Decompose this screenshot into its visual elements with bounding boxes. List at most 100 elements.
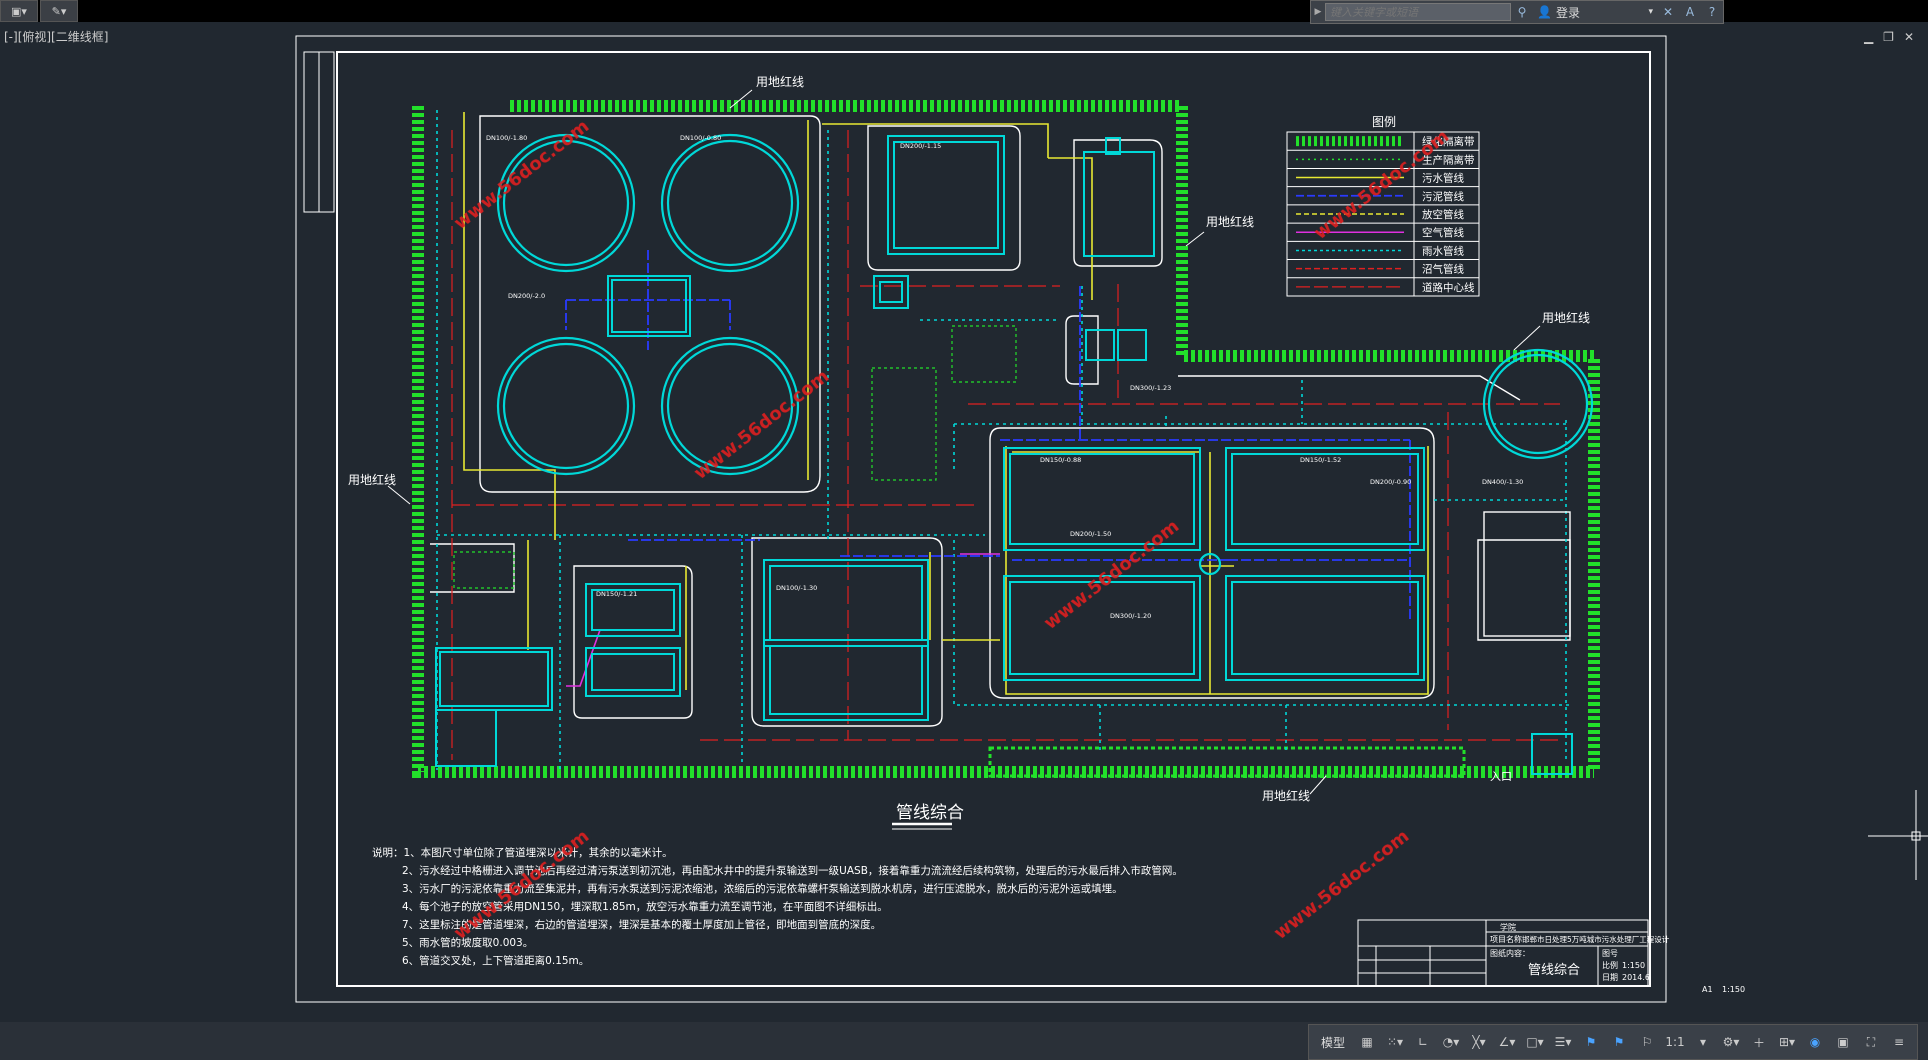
viewport-label[interactable]: [-][俯视][二维线框] [4,30,109,44]
tb-project-label: 项目名称 [1490,934,1522,944]
status-toolbar: 模型 ▦ ⁙▾ ∟ ◔▾ ╳▾ ∠▾ □▾ ☰▾ ⚑ ⚑ ⚐ 1:1 ▾ ⚙▾ … [1307,1024,1918,1060]
legend-label: 道路中心线 [1422,281,1475,294]
sludge-pipes [565,250,1411,620]
annotation-auto-scale-icon[interactable]: ⚐ [1641,1035,1653,1049]
tb-date-label: 日期 [1602,973,1618,982]
legend-label: 雨水管线 [1422,244,1464,257]
binoculars-icon[interactable]: ⚲ [1517,5,1527,19]
info-center: ▶ ⚲ 👤 登录 ▾ ✕ A ? [1310,0,1724,24]
legend-label: 污泥管线 [1422,190,1464,203]
note-line: 3、污水厂的污泥依靠重力流至集泥井，再有污水泵送到污泥浓缩池，浓缩后的污泥依靠螺… [402,882,1123,895]
customize-icon[interactable]: ≡ [1893,1035,1905,1049]
sewage-pipes [463,112,1429,695]
tb-school: 学院 [1500,922,1516,932]
object-snap-icon[interactable]: □▾ [1526,1035,1544,1049]
exchange-icon[interactable]: ✕ [1662,5,1674,19]
pipe-label: DN150/-1.52 [1300,456,1341,464]
model-tab[interactable]: 模型 [1320,1035,1345,1050]
legend-title: 图例 [1372,115,1396,129]
roads [430,115,1571,727]
green-belt-bottom [988,746,1466,778]
gear-icon[interactable]: ⚙▾ [1722,1035,1740,1049]
polar-icon[interactable]: ◔▾ [1442,1035,1460,1049]
rainwater-pipes [436,110,1570,770]
lineweight-icon[interactable]: ☰▾ [1554,1035,1572,1049]
notes: 说明：1、本图尺寸单位除了管道埋深以米计，其余的以毫米计。 2、污水经过中格栅进… [372,846,1183,967]
pipe-label: DN200/-1.15 [900,142,941,150]
close-icon[interactable]: ✕ [1903,30,1914,44]
leader-line [1309,775,1327,795]
login-button[interactable]: 👤 登录 ▾ [1533,4,1657,21]
redline-label-right: 用地红线 [1206,214,1254,229]
sheet-inner-border [336,51,1651,987]
isodraft-icon[interactable]: ╳▾ [1472,1035,1486,1049]
pipe-label: DN100/-1.80 [486,134,527,142]
search-input[interactable] [1325,3,1511,21]
scale-value[interactable]: 1:1 [1665,1035,1685,1049]
annotation-visibility-icon[interactable]: ⚑ [1613,1035,1625,1049]
status-bar: 模型 ▦ ⁙▾ ∟ ◔▾ ╳▾ ∠▾ □▾ ☰▾ ⚑ ⚑ ⚐ 1:1 ▾ ⚙▾ … [0,1022,1928,1060]
note-line: 5、雨水管的坡度取0.003。 [402,936,533,949]
tb-project-name: 邯郸市日处理5万吨城市污水处理厂工程设计 [1522,934,1670,944]
title-block-text: 学院 项目名称 邯郸市日处理5万吨城市污水处理厂工程设计 图纸内容： 管线综合 … [1490,922,1670,982]
isolate-icon[interactable]: ◉ [1809,1035,1821,1049]
chevron-down-icon[interactable]: ▾ [1699,1035,1707,1049]
login-label: 登录 [1555,5,1580,20]
air-pipes [566,553,1000,687]
crosshair-cursor [1868,790,1928,880]
clean-screen-icon[interactable]: ⛶ [1866,1034,1876,1049]
drawing-title: 管线综合 [896,803,964,823]
redline-label-left: 用地红线 [348,472,396,487]
application-menu-button[interactable]: ▣▾ [0,0,38,22]
legend-label: 空气管线 [1422,226,1464,239]
ortho-icon[interactable]: ∟ [1417,1035,1429,1049]
grid-icon[interactable]: ▦ [1361,1035,1373,1049]
hardware-acceleration-icon[interactable]: ▣ [1837,1035,1849,1049]
pipe-label: DN100/-1.30 [776,584,817,592]
entrance-label: 入口 [1490,770,1512,783]
tb-scale-label: 比例 [1602,960,1618,970]
a360-icon[interactable]: A [1685,5,1695,19]
expand-arrow-icon[interactable]: ▶ [1314,7,1322,17]
note-line: 7、这里标注的是管道埋深，右边的管道埋深，埋深是基本的覆土厚度加上管径，即地面到… [402,918,881,931]
note-line: 2、污水经过中格栅进入调节池后再经过清污泵送到初沉池，再由配水井中的提升泵输送到… [402,864,1183,877]
annotation-scale-icon[interactable]: ⚑ [1585,1035,1597,1049]
note-line: 4、每个池子的放空管采用DN150，埋深取1.85m，放空污水靠重力流至调节池，… [402,900,888,913]
sheet-border [295,35,1667,1003]
legend: 图例 绿化隔离带生产隔离带污水管线污泥管线放空管线空气管线雨水管线沼气管线道路中… [1286,115,1480,297]
workspace-icon[interactable]: ⊞▾ [1778,1035,1796,1049]
osnap-icon[interactable]: ∠▾ [1498,1035,1516,1049]
sheet-scale-label: 1:150 [1722,985,1745,994]
leader-line [1513,325,1541,351]
redline-label-east: 用地红线 [1542,310,1590,325]
tb-date: 2014.6 [1622,973,1650,982]
pipe-label: DN400/-1.30 [1482,478,1523,486]
plus-icon[interactable]: ＋ [1752,1035,1765,1050]
sheet-size-label: A1 [1702,985,1713,994]
legend-label: 污水管线 [1422,172,1464,185]
snap-icon[interactable]: ⁙▾ [1386,1035,1404,1049]
pipe-label: DN200/-1.50 [1070,530,1111,538]
pipe-label: DN150/-0.88 [1040,456,1081,464]
pipe-label: DN300/-1.23 [1130,384,1171,392]
tb-scale: 1:150 [1622,961,1645,970]
restore-icon[interactable]: ❐ [1883,30,1894,44]
minimize-icon[interactable]: ▁ [1863,30,1874,44]
legend-label: 生产隔离带 [1422,153,1475,166]
legend-label: 放空管线 [1422,208,1464,221]
legend-label: 沼气管线 [1422,263,1464,276]
road-center-lines [451,130,1560,760]
chevron-down-icon: ▾ [1648,7,1653,17]
leader-line [1185,231,1205,247]
legend-label: 绿化隔离带 [1422,135,1475,148]
leader-line [729,89,753,109]
pipe-label: DN100/-0.80 [680,134,721,142]
tb-page-label: 图号 [1602,949,1618,958]
pipe-label: DN150/-1.21 [596,590,637,598]
note-line: 说明：1、本图尺寸单位除了管道埋深以米计，其余的以毫米计。 [372,846,673,859]
drawing-canvas[interactable]: DN100/-1.80 DN100/-0.80 DN200/-1.15 DN20… [0,22,1928,1022]
redline-label-top: 用地红线 [756,74,804,89]
help-icon[interactable]: ? [1708,5,1716,19]
title-block [1357,919,1649,987]
quick-access-dropdown-button[interactable]: ✎▾ [40,0,78,22]
